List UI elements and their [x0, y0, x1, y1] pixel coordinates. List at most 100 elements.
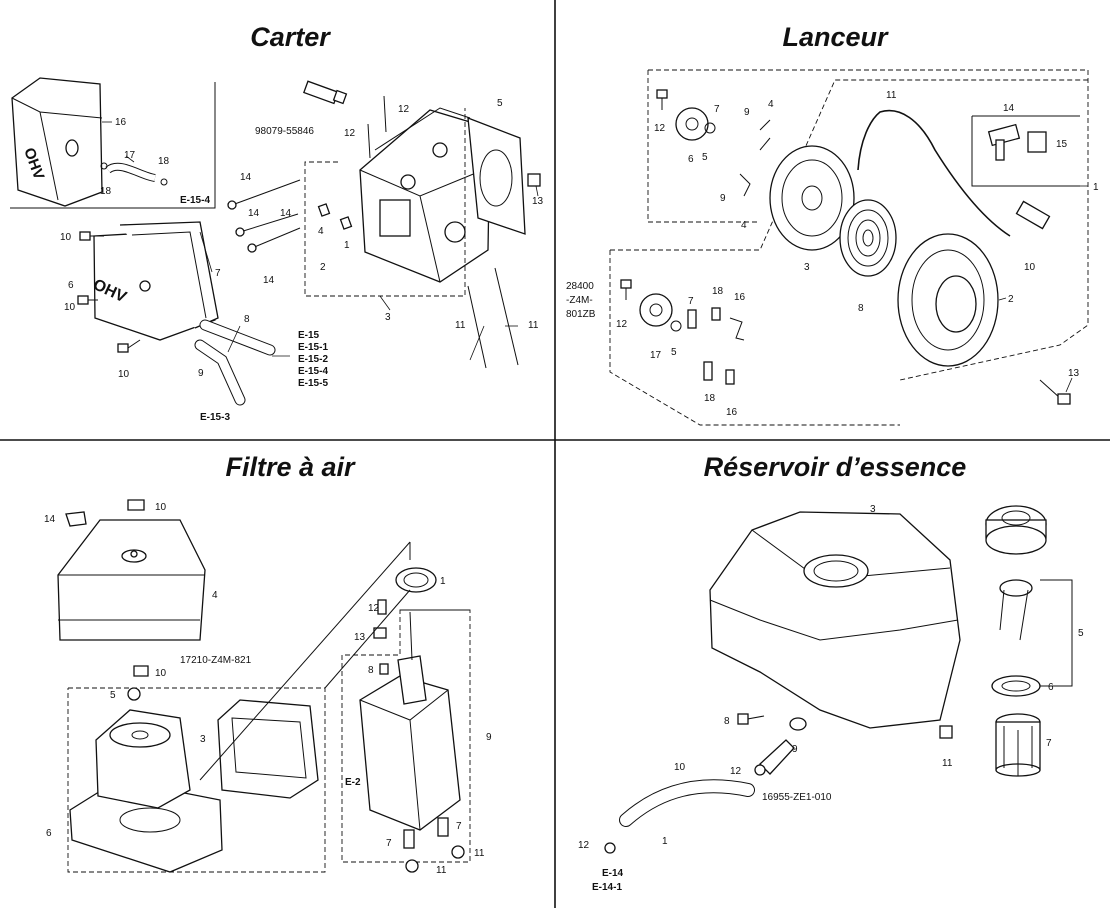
reservoir-label-12-a: 12	[730, 766, 742, 777]
recoil-spring	[839, 199, 897, 277]
label-12-b: 12	[344, 128, 356, 139]
reservoir-panel: 3 5 6 7 8 9 11 10 12 16955-ZE1-010 1 12 …	[578, 504, 1084, 893]
fuel-strainer	[995, 713, 1041, 777]
lanceur-label-4-a: 4	[768, 99, 774, 110]
lanceur-label-16-a: 16	[734, 292, 746, 303]
lanceur-label-2: 2	[1008, 294, 1014, 305]
reservoir-part-no: 16955-ZE1-010	[762, 792, 832, 803]
fuel-cap	[985, 505, 1047, 641]
label-6: 6	[68, 280, 74, 291]
lanceur-label-11: 11	[886, 90, 897, 101]
lanceur-label-6: 6	[688, 154, 694, 165]
valve-cover-inset: OHV	[11, 77, 103, 207]
label-11-a: 11	[455, 320, 466, 331]
label-e-15-5: E-15-5	[298, 378, 328, 389]
lanceur-label-14: 14	[1003, 103, 1015, 114]
filtre-part-no: 17210-Z4M-821	[180, 655, 252, 666]
label-8: 8	[244, 314, 250, 325]
lanceur-label-18-b: 18	[704, 393, 716, 404]
carter-title: Carter	[250, 22, 330, 52]
filtre-label-10-a: 10	[155, 502, 167, 513]
lanceur-part-no-3: 801ZB	[566, 309, 596, 320]
reservoir-title: Réservoir d’essence	[703, 452, 967, 482]
filtre-label-5: 5	[110, 690, 116, 701]
label-16: 16	[115, 117, 127, 128]
lanceur-label-17: 17	[650, 350, 662, 361]
label-5: 5	[497, 98, 503, 109]
lanceur-panel: 12 6 5 7 9 4 9 4 11 14 15 1 3 8 2 10 284…	[566, 69, 1099, 426]
lanceur-label-7-a: 7	[714, 104, 720, 115]
label-18-b: 18	[100, 186, 112, 197]
filtre-label-7-b: 7	[456, 821, 462, 832]
lanceur-label-12-b: 12	[616, 319, 628, 330]
label-spark-plug-part-no: 98079-55846	[255, 126, 314, 137]
label-4: 4	[318, 226, 324, 237]
filtre-label-6: 6	[46, 828, 52, 839]
lanceur-label-15: 15	[1056, 139, 1068, 150]
filtre-label-e-2: E-2	[345, 777, 361, 788]
filtre-label-9: 9	[486, 732, 492, 743]
lanceur-label-9-a: 9	[744, 107, 750, 118]
filtre-label-8: 8	[368, 665, 374, 676]
lanceur-label-13: 13	[1068, 368, 1080, 379]
reservoir-label-9: 9	[792, 744, 798, 755]
label-13: 13	[532, 196, 544, 207]
reservoir-label-12-b: 12	[578, 840, 590, 851]
lanceur-part-no-2: -Z4M-	[566, 295, 593, 306]
reservoir-label-6: 6	[1048, 682, 1054, 693]
label-14-b: 14	[248, 208, 260, 219]
filtre-label-4: 4	[212, 590, 218, 601]
label-18-a: 18	[158, 156, 170, 167]
air-filter-cover	[57, 519, 206, 641]
valve-cover: OHV	[90, 221, 219, 341]
air-intake-body	[359, 655, 461, 831]
label-10-a: 10	[60, 232, 72, 243]
lanceur-label-3: 3	[804, 262, 810, 273]
label-14-d: 14	[263, 275, 275, 286]
lanceur-label-16-b: 16	[726, 407, 738, 418]
label-e-15-3: E-15-3	[200, 412, 230, 423]
label-17: 17	[124, 150, 136, 161]
lanceur-label-12-a: 12	[654, 123, 666, 134]
reservoir-label-e-14: E-14	[602, 868, 624, 879]
cylinder-head	[359, 107, 491, 283]
lanceur-label-10: 10	[1024, 262, 1036, 273]
label-e-15-4: E-15-4	[298, 366, 328, 377]
filtre-label-12: 12	[368, 603, 380, 614]
label-14-a: 14	[240, 172, 252, 183]
filtre-label-3: 3	[200, 734, 206, 745]
reservoir-label-1: 1	[662, 836, 668, 847]
reel-drum	[769, 145, 855, 251]
lanceur-label-7-b: 7	[688, 296, 694, 307]
lanceur-label-9-b: 9	[720, 193, 726, 204]
label-3: 3	[385, 312, 391, 323]
label-e-15-1: E-15-1	[298, 342, 328, 353]
fuel-tank	[709, 511, 961, 729]
label-12-a: 12	[398, 104, 410, 115]
lanceur-label-1: 1	[1093, 182, 1099, 193]
lanceur-label-5-a: 5	[702, 152, 708, 163]
air-filter-housing	[95, 709, 191, 809]
reservoir-label-10: 10	[674, 762, 686, 773]
filtre-label-7-a: 7	[386, 838, 392, 849]
reservoir-label-11: 11	[942, 758, 953, 769]
air-filter-element	[217, 699, 319, 799]
bolt-10-c	[117, 339, 141, 353]
reservoir-label-7: 7	[1046, 738, 1052, 749]
starter-housing	[897, 233, 999, 367]
label-10-b: 10	[64, 302, 76, 313]
filtre-label-1: 1	[440, 576, 446, 587]
lanceur-label-18-a: 18	[712, 286, 724, 297]
bolt-10-a	[79, 231, 104, 241]
reservoir-label-3: 3	[870, 504, 876, 515]
label-1: 1	[344, 240, 350, 251]
carter-panel: OHV OHV	[10, 77, 544, 423]
filtre-label-11-b: 11	[436, 865, 447, 876]
filtre-label-10-b: 10	[155, 668, 167, 679]
lanceur-label-4-b: 4	[741, 220, 747, 231]
reservoir-label-8: 8	[724, 716, 730, 727]
spark-plug	[303, 80, 348, 105]
filtre-label-11-a: 11	[474, 848, 485, 859]
